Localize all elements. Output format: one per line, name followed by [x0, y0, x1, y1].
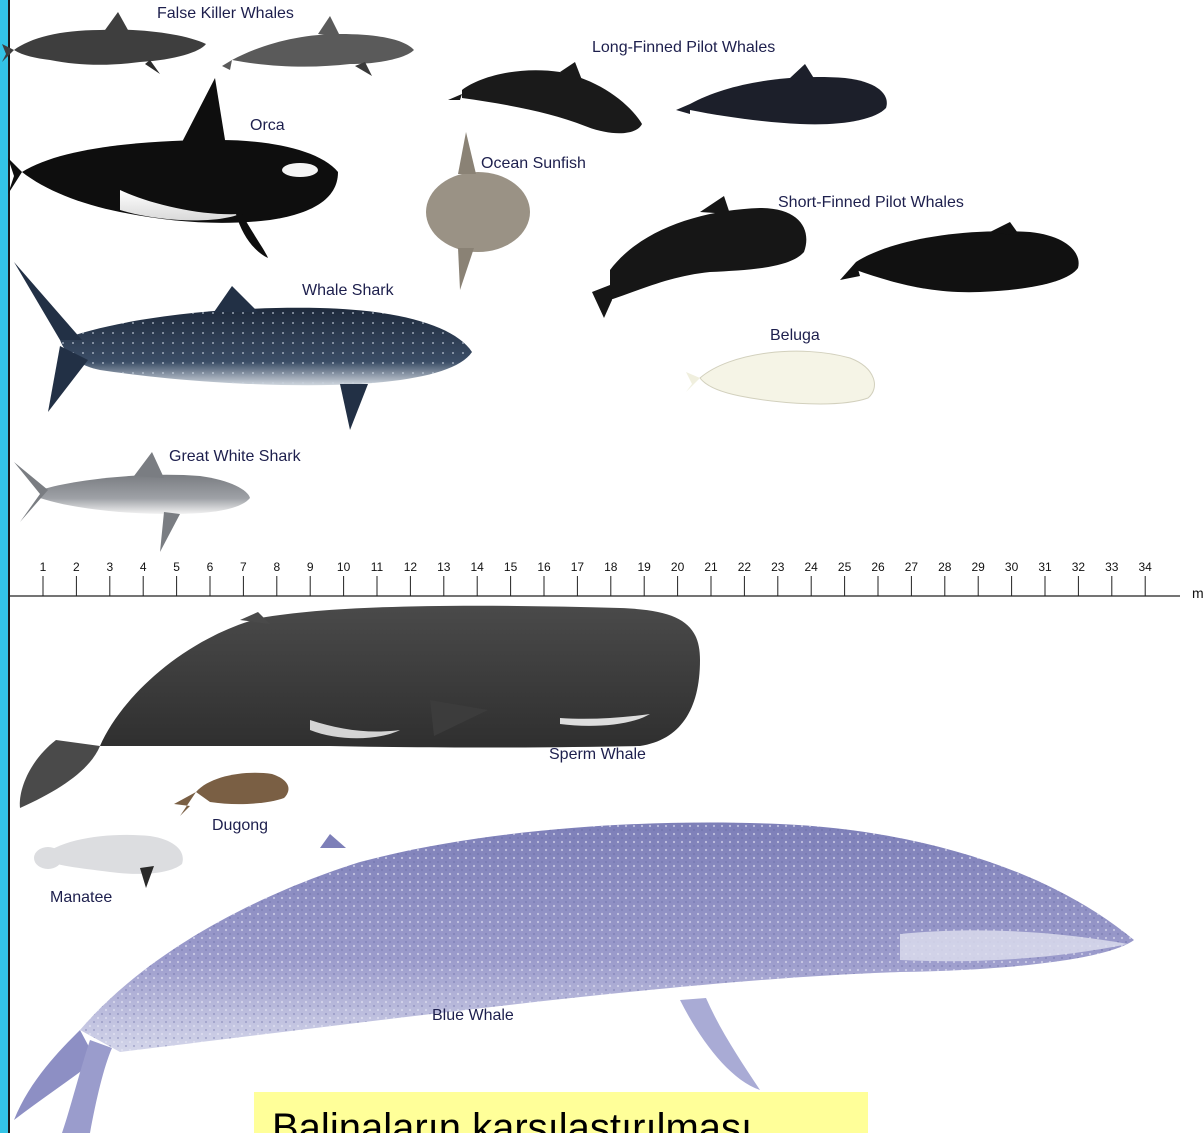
scale-tick-label-24: 24 [805, 561, 818, 573]
long-finned-pilot-whale-right [676, 64, 887, 124]
scale-tick-label-14: 14 [471, 561, 484, 573]
label-orca: Orca [250, 118, 285, 134]
scale-tick-label-28: 28 [938, 561, 951, 573]
scale-tick-label-34: 34 [1139, 561, 1152, 573]
scale-tick-label-20: 20 [671, 561, 684, 573]
false-killer-whale-right [222, 16, 414, 76]
scale-tick-label-10: 10 [337, 561, 350, 573]
scale-tick-label-30: 30 [1005, 561, 1018, 573]
scale-tick-label-1: 1 [40, 561, 47, 573]
scale-tick-label-17: 17 [571, 561, 584, 573]
scale-tick-label-8: 8 [273, 561, 280, 573]
scale-tick-label-5: 5 [173, 561, 180, 573]
blue-whale [14, 823, 1134, 1133]
scale-tick-label-11: 11 [371, 561, 383, 573]
label-false-killer-whales: False Killer Whales [157, 6, 294, 22]
scale-tick-label-25: 25 [838, 561, 851, 573]
label-ocean-sunfish: Ocean Sunfish [481, 156, 586, 172]
scale-tick-label-4: 4 [140, 561, 147, 573]
scale-tick-label-6: 6 [207, 561, 214, 573]
long-finned-pilot-whale-left [448, 62, 642, 133]
label-long-finned-pilot-whales: Long-Finned Pilot Whales [592, 40, 775, 56]
scale-tick-label-33: 33 [1105, 561, 1118, 573]
manatee [34, 835, 183, 888]
scale-tick-label-18: 18 [604, 561, 617, 573]
label-beluga: Beluga [770, 328, 820, 344]
dugong [174, 773, 288, 816]
caption-title: Balinaların karşılaştırılması [272, 1108, 752, 1133]
label-great-white-shark: Great White Shark [169, 449, 301, 465]
orca [8, 78, 338, 258]
scale-tick-label-16: 16 [537, 561, 550, 573]
label-dugong: Dugong [212, 818, 268, 834]
scale-tick-label-2: 2 [73, 561, 80, 573]
scale-tick-label-22: 22 [738, 561, 751, 573]
scale-ticks [43, 576, 1145, 596]
label-blue-whale: Blue Whale [432, 1008, 514, 1024]
scale-tick-label-23: 23 [771, 561, 784, 573]
scale-tick-label-32: 32 [1072, 561, 1085, 573]
scale-unit-label: m [1192, 586, 1204, 600]
beluga [686, 351, 874, 404]
scale-tick-label-27: 27 [905, 561, 918, 573]
scale-tick-label-31: 31 [1038, 561, 1051, 573]
scale-tick-label-29: 29 [972, 561, 985, 573]
scale-tick-label-19: 19 [638, 561, 651, 573]
label-short-finned-pilot-whales: Short-Finned Pilot Whales [778, 195, 964, 211]
short-finned-pilot-whale-right [840, 222, 1079, 292]
scale-tick-label-21: 21 [704, 561, 717, 573]
scale-tick-label-9: 9 [307, 561, 314, 573]
label-manatee: Manatee [50, 890, 112, 906]
sperm-whale [20, 606, 700, 808]
scale-tick-label-26: 26 [871, 561, 884, 573]
short-finned-pilot-whale-left [592, 196, 806, 318]
scale-tick-label-3: 3 [106, 561, 113, 573]
scale-tick-label-7: 7 [240, 561, 247, 573]
label-sperm-whale: Sperm Whale [549, 747, 646, 763]
scale-tick-label-15: 15 [504, 561, 517, 573]
whale-shark [14, 262, 472, 430]
scale-tick-label-12: 12 [404, 561, 417, 573]
scale-tick-label-13: 13 [437, 561, 450, 573]
great-white-shark [14, 452, 250, 552]
label-whale-shark: Whale Shark [302, 283, 394, 299]
scale-bar [10, 576, 1180, 596]
